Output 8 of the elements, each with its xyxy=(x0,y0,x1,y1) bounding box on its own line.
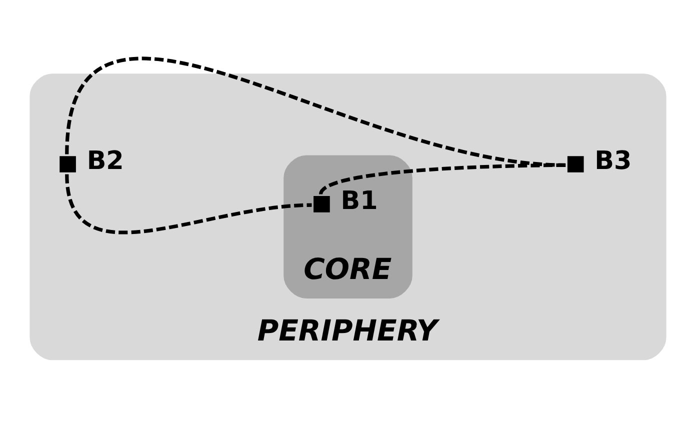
node-label: B3 xyxy=(594,145,632,176)
node-label: B2 xyxy=(86,145,124,176)
node-box xyxy=(567,156,584,172)
connector xyxy=(65,174,312,234)
node-label: B1 xyxy=(340,185,378,216)
connector xyxy=(65,57,566,167)
node-box xyxy=(60,156,76,172)
node-box xyxy=(314,196,330,212)
